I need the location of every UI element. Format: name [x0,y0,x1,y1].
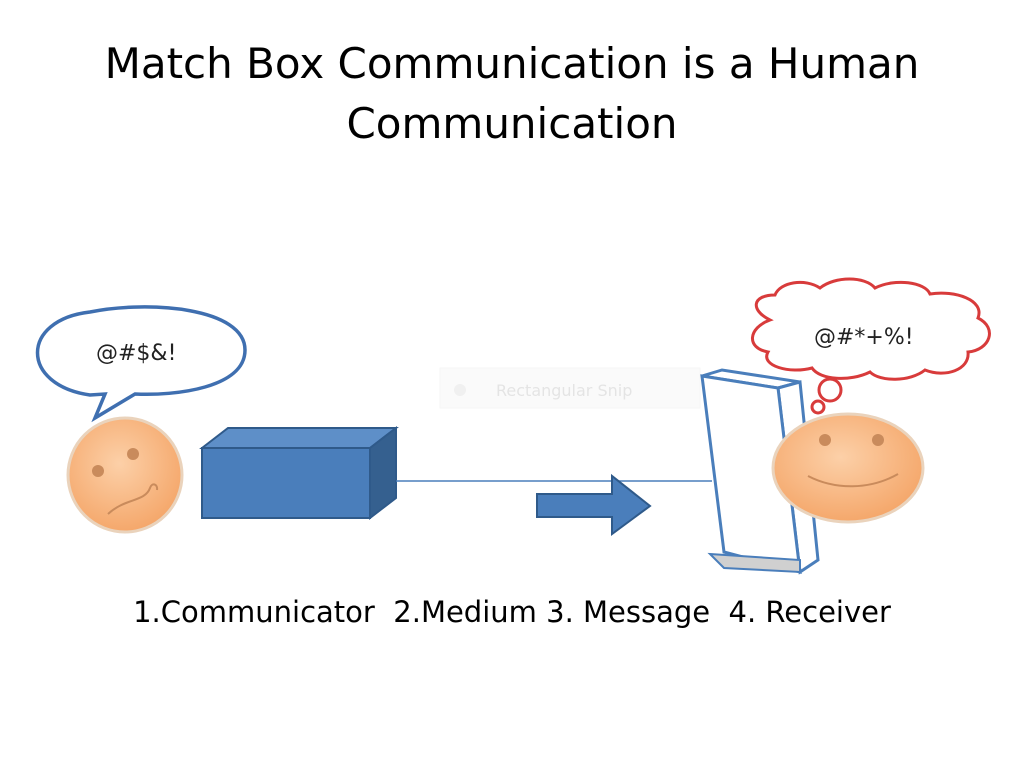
sender-speech-text: @#$&! [96,341,176,366]
snip-overlay-label: Rectangular Snip [496,381,632,400]
sender-face-icon [66,416,184,534]
medium-box-icon [199,425,399,521]
message-arrow-icon [536,473,652,536]
thought-cloud-icon: @#*+%! [751,277,991,415]
slide-title: Match Box Communication is a Human Commu… [104,39,920,148]
component-list-caption: 1.Communicator 2.Medium 3. Message 4. Re… [133,595,891,629]
speech-bubble-icon: @#$&! [35,305,247,423]
communication-diagram: Rectangular Snip @#$&! [35,277,991,575]
snip-overlay: Rectangular Snip [439,367,701,409]
receiver-face-icon [771,412,925,524]
receiver-thought-text: @#*+%! [814,325,914,350]
